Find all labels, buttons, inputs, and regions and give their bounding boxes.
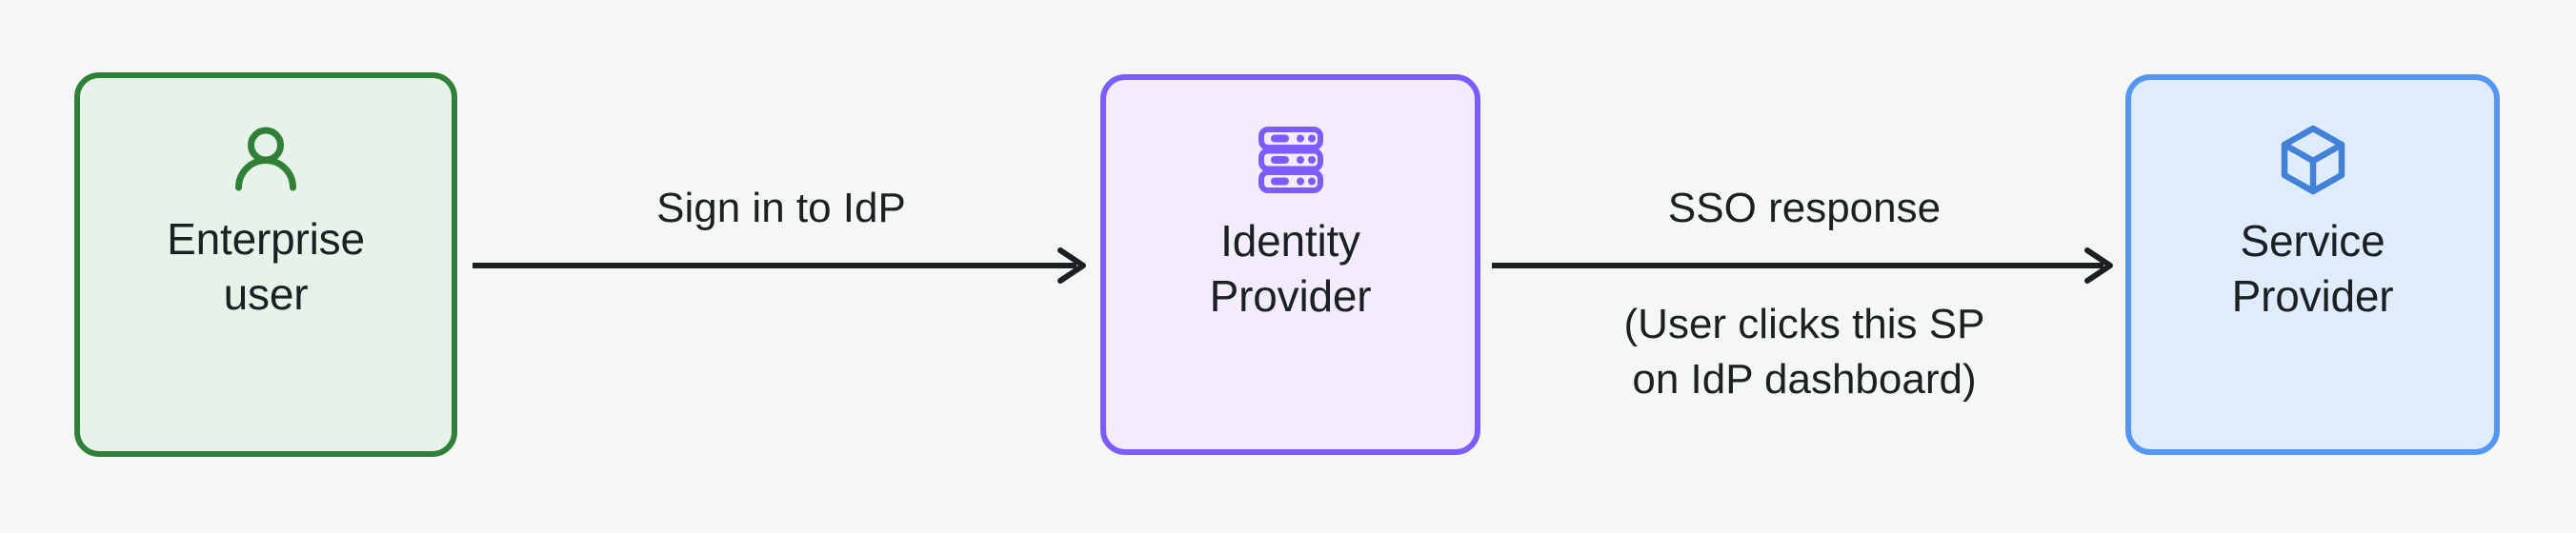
cube-icon bbox=[2277, 124, 2349, 196]
edge-label-sso-response: SSO response bbox=[1667, 185, 1942, 231]
node-label-identity-provider: Identity Provider bbox=[1209, 216, 1372, 321]
node-identity-provider[interactable]: Identity Provider bbox=[1100, 74, 1480, 455]
person-icon bbox=[230, 122, 302, 194]
arrow-idp-to-sp bbox=[1492, 247, 2113, 284]
edge-label-sign-in-to-idp: Sign in to IdP bbox=[656, 185, 906, 231]
edge-note-user-clicks-sp: (User clicks this SP on IdP dashboard) bbox=[1623, 301, 1985, 403]
node-label-enterprise-user: Enterprise user bbox=[167, 214, 365, 319]
server-stack-icon bbox=[1255, 124, 1327, 196]
node-label-service-provider: Service Provider bbox=[2231, 216, 2394, 321]
node-enterprise-user[interactable]: Enterprise user bbox=[74, 72, 457, 457]
node-service-provider[interactable]: Service Provider bbox=[2125, 74, 2500, 455]
arrow-user-to-idp bbox=[473, 247, 1086, 284]
